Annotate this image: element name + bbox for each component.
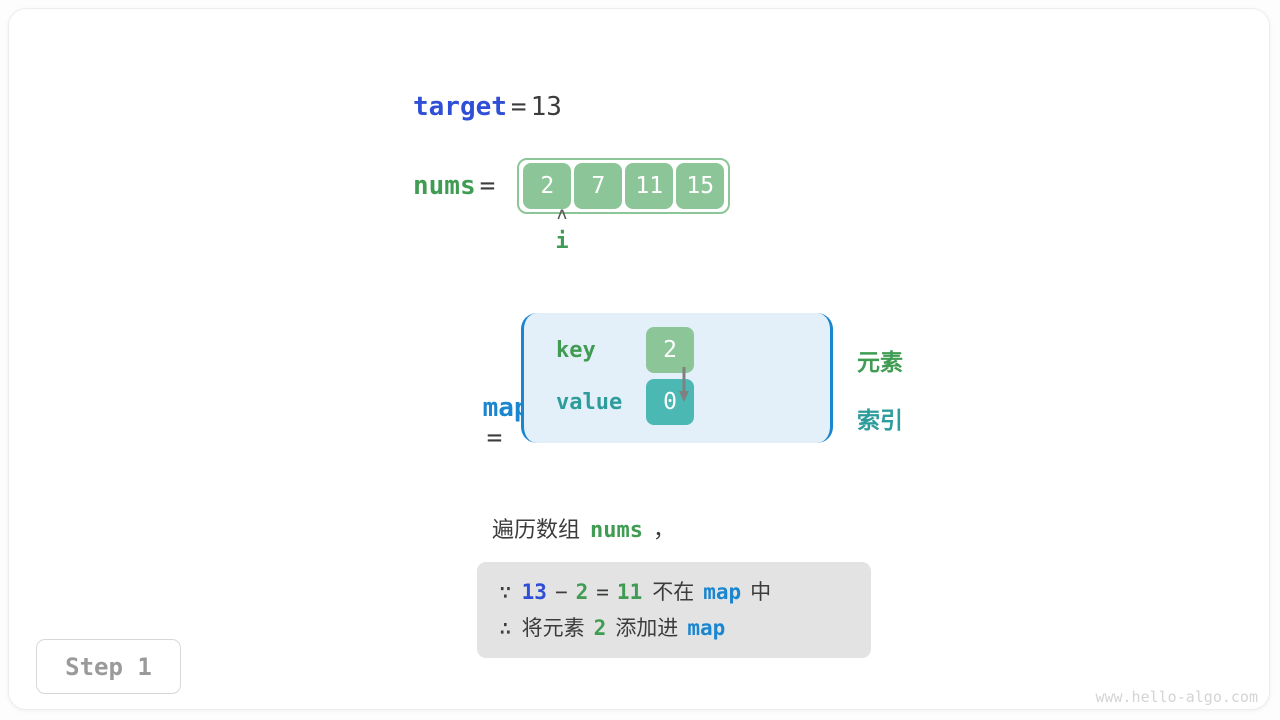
reasoning-box: ∵ 13 − 2 = 11 不在 map 中 ∴ 将元素 2 添加进 map <box>477 562 871 658</box>
map-equals-sign: = <box>486 423 503 453</box>
reasoning-line-because: ∵ 13 − 2 = 11 不在 map 中 <box>499 574 849 610</box>
narration-line: 遍历数组 nums ， <box>492 512 675 544</box>
nums-equals-sign: = <box>479 171 496 201</box>
target-value: 13 <box>530 92 562 122</box>
target-variable-name: target <box>413 92 507 122</box>
map-value-cell: 0 <box>646 379 694 425</box>
formula-operand-a: 13 <box>521 580 547 604</box>
map-key-row: key 2 <box>556 327 694 373</box>
formula-equals-sign: = <box>596 580 609 604</box>
map-key-cell: 2 <box>646 327 694 373</box>
therefore-symbol: ∴ <box>499 616 512 640</box>
index-pointer: ʌ i <box>534 206 590 255</box>
formula-text-end: 中 <box>750 580 772 604</box>
map-panel: key 2 value 0 <box>521 313 833 443</box>
formula-operand-b: 2 <box>575 580 589 604</box>
formula-result: 11 <box>616 580 643 604</box>
formula-minus-sign: − <box>554 580 568 604</box>
narration-suffix: ， <box>653 518 676 543</box>
conclusion-map-token: map <box>687 616 726 640</box>
array-cell: 7 <box>574 163 623 209</box>
array-cell: 2 <box>523 163 572 209</box>
watermark: www.hello-algo.com <box>1095 688 1258 706</box>
target-equals-sign: = <box>510 92 527 122</box>
array-cell: 11 <box>625 163 674 209</box>
narration-prefix: 遍历数组 <box>492 518 581 543</box>
array-cell: 15 <box>676 163 725 209</box>
nums-declaration: nums = 2 7 11 15 <box>413 158 731 214</box>
formula-map-token: map <box>703 580 742 604</box>
conclusion-element: 2 <box>593 616 607 640</box>
reasoning-line-therefore: ∴ 将元素 2 添加进 map <box>499 610 849 646</box>
conclusion-text-start: 将元素 <box>521 616 585 640</box>
map-declaration: map = <box>420 363 530 483</box>
pointer-label: i <box>555 229 569 254</box>
key-to-value-arrow-icon <box>679 367 689 402</box>
because-symbol: ∵ <box>499 580 512 604</box>
caret-icon: ʌ <box>556 204 568 224</box>
map-side-labels: 元素 索引 <box>857 338 903 446</box>
nums-array: 2 7 11 15 <box>517 158 731 214</box>
step-badge: Step 1 <box>36 639 181 694</box>
side-label-element: 元素 <box>857 350 903 376</box>
target-declaration: target = 13 <box>413 92 562 122</box>
nums-variable-name: nums <box>413 171 476 201</box>
map-value-row: value 0 <box>556 379 694 425</box>
side-label-index: 索引 <box>857 408 903 434</box>
map-key-row-label: key <box>556 337 596 363</box>
map-value-row-label: value <box>556 389 623 415</box>
formula-text-mid: 不在 <box>652 580 695 604</box>
narration-code-token: nums <box>590 518 643 543</box>
conclusion-text-mid: 添加进 <box>615 616 679 640</box>
